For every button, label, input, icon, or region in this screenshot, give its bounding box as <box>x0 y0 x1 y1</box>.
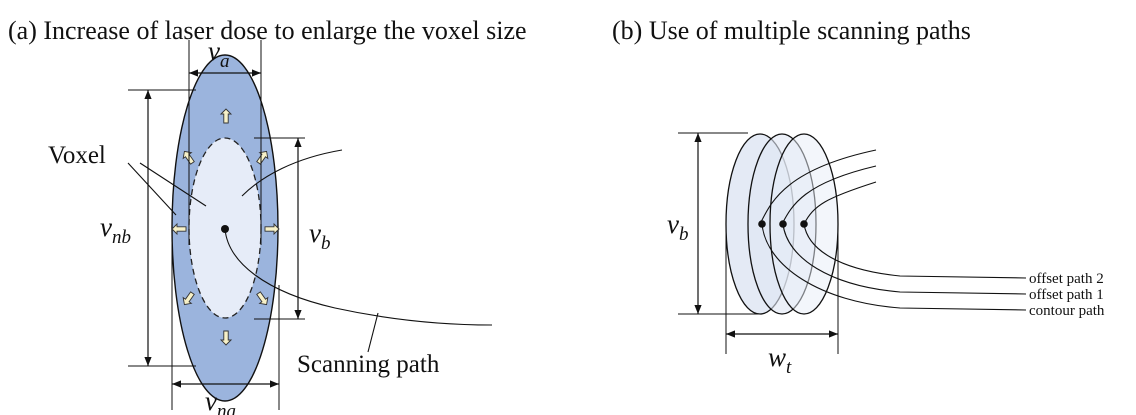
scanning-path-curve <box>224 228 493 326</box>
rear-path-3 <box>803 181 877 225</box>
vb-label: vb <box>309 218 330 254</box>
voxel-label: Voxel <box>48 142 106 169</box>
wt-label: wt <box>768 342 792 378</box>
contour-path-leader <box>761 223 1027 311</box>
panel-b-title: (b) Use of multiple scanning paths <box>612 16 971 45</box>
panel-b: (b) Use of multiple scanning paths offse… <box>612 16 1105 378</box>
rear-path-2 <box>781 165 877 225</box>
va-label: va <box>208 36 229 72</box>
offset-path-1-leader <box>782 223 1027 295</box>
vnb-label: vnb <box>100 212 131 248</box>
rear-path-1 <box>759 149 877 225</box>
scanning-path-label: Scanning path <box>297 351 440 378</box>
offset-path-2-label: offset path 2 <box>1029 271 1104 287</box>
contour-path-label: contour path <box>1029 303 1105 319</box>
scanning-label-leader <box>367 312 379 353</box>
scanning-path-upper-curve <box>241 149 343 197</box>
vb2-label: vb <box>667 209 688 245</box>
panel-a: (a) Increase of laser dose to enlarge th… <box>8 16 527 415</box>
panel-a-title: (a) Increase of laser dose to enlarge th… <box>8 16 527 45</box>
voxel-leader-outer <box>127 162 177 216</box>
offset-path-1-label: offset path 1 <box>1029 287 1104 303</box>
vna-label: vna <box>205 386 236 415</box>
offset-path-2-leader <box>803 223 1027 279</box>
